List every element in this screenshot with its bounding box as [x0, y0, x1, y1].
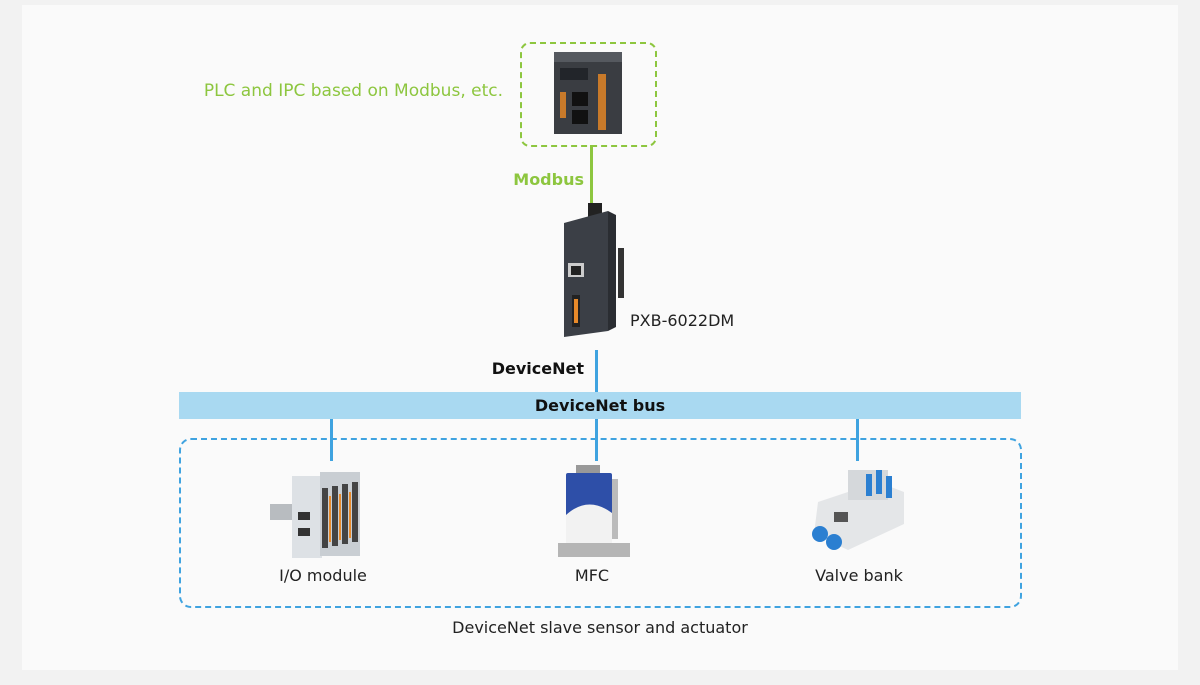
valve-bank-label: Valve bank — [815, 566, 903, 585]
modbus-link — [590, 145, 593, 205]
plc-image — [554, 52, 622, 134]
bus-label: DeviceNet bus — [534, 396, 666, 415]
devicenet-bus: DeviceNet bus — [179, 392, 1021, 419]
mfc-label: MFC — [574, 566, 610, 585]
gateway-label: PXB-6022DM — [630, 311, 735, 330]
modbus-label: Modbus — [513, 170, 584, 189]
io-drop-line — [330, 419, 333, 461]
devicenet-label: DeviceNet — [491, 359, 584, 378]
valve-bank-image — [812, 470, 904, 550]
devicenet-link — [595, 350, 598, 392]
mfc-image — [558, 465, 630, 557]
slave-group-caption: DeviceNet slave sensor and actuator — [452, 618, 748, 637]
host-group-box — [520, 42, 657, 147]
mfc-drop-line — [595, 419, 598, 461]
io-module-label: I/O module — [279, 566, 367, 585]
io-module-image — [270, 472, 360, 558]
gateway-image — [564, 203, 624, 337]
slave-group-box — [179, 438, 1022, 608]
host-label: PLC and IPC based on Modbus, etc. — [203, 81, 503, 101]
valve-drop-line — [856, 419, 859, 461]
